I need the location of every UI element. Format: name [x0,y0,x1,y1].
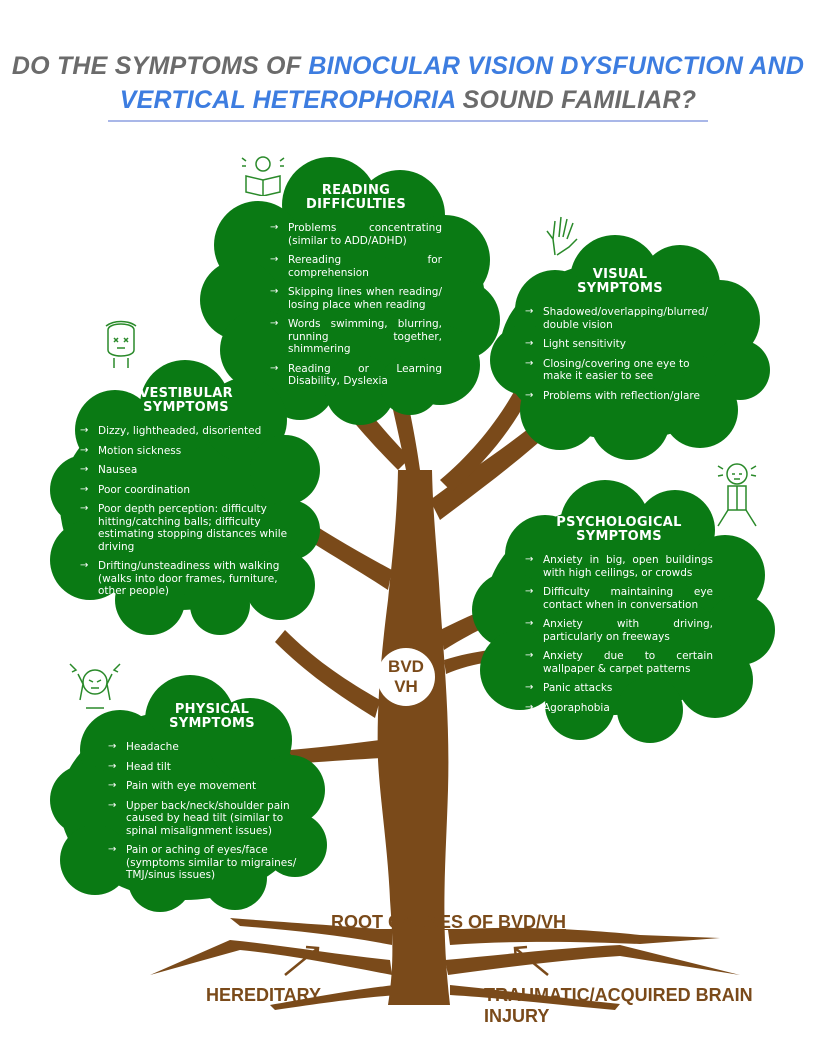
visual-list: Shadowed/overlapping/blurred/ double vis… [525,306,715,402]
visual-symptoms-cloud: VISUAL SYMPTOMS Shadowed/overlapping/blu… [525,268,715,409]
list-item: Dizzy, lightheaded, disoriented [80,425,292,438]
list-item: Drifting/unsteadiness with walking (walk… [80,560,292,598]
list-item: Reading or Learning Disability, Dyslexia [270,363,442,388]
list-item: Rereading for comprehension [270,254,442,279]
physical-title: PHYSICAL SYMPTOMS [108,703,316,731]
reading-title-line1: READING [321,183,391,198]
list-item: Headache [108,741,316,754]
psychological-title-line1: PSYCHOLOGICAL [556,515,682,530]
root-causes-heading: ROOT CAUSES OF BVD/VH [331,912,567,932]
reading-difficulties-cloud: READING DIFFICULTIES Problems concentrat… [270,184,442,395]
reading-title: READING DIFFICULTIES [270,184,442,212]
list-item: Anxiety with driving, particularly on fr… [525,618,713,643]
visual-title-line1: VISUAL [592,267,648,282]
list-item: Nausea [80,464,292,477]
list-item: Pain with eye movement [108,780,316,793]
list-item: Words swimming, blurring, running togeth… [270,318,442,356]
page-title: DO THE SYMPTOMS OF BINOCULAR VISION DYSF… [0,50,816,82]
reading-person-icon [241,156,285,196]
list-item: Poor depth perception: difficulty hittin… [80,503,292,553]
psychological-title-line2: SYMPTOMS [576,529,662,544]
list-item: Anxiety due to certain wallpaper & carpe… [525,650,713,675]
vestibular-symptoms-cloud: VESTIBULAR SYMPTOMS Dizzy, lightheaded, … [80,387,292,605]
list-item: Head tilt [108,761,316,774]
title-highlight2: VERTICAL HETEROPHORIA [119,86,456,114]
visual-title: VISUAL SYMPTOMS [525,268,715,296]
list-item: Pain or aching of eyes/face (symptoms si… [108,844,316,882]
vestibular-title: VESTIBULAR SYMPTOMS [80,387,292,415]
physical-list: Headache Head tilt Pain with eye movemen… [108,741,316,882]
root-arrows [284,945,549,976]
list-item: Panic attacks [525,682,713,695]
reading-title-line2: DIFFICULTIES [305,197,406,212]
physical-symptoms-cloud: PHYSICAL SYMPTOMS Headache Head tilt Pai… [108,703,316,889]
title-divider [108,120,708,122]
list-item: Problems concentrating (similar to ADD/A… [270,222,442,247]
list-item: Anxiety in big, open buildings with high… [525,554,713,579]
vestibular-title-line1: VESTIBULAR [139,386,233,401]
physical-title-line1: PHYSICAL [174,702,250,717]
list-item: Upper back/neck/shoulder pain caused by … [108,800,316,838]
trunk-label-line2: VH [394,677,418,696]
list-item: Shadowed/overlapping/blurred/ double vis… [525,306,715,331]
list-item: Poor coordination [80,484,292,497]
list-item: Difficulty maintaining eye contact when … [525,586,713,611]
list-item: Agoraphobia [525,702,713,715]
vestibular-title-line2: SYMPTOMS [143,400,229,415]
psychological-symptoms-cloud: PSYCHOLOGICAL SYMPTOMS Anxiety in big, o… [525,516,713,721]
raised-hand-icon [546,216,578,256]
title-part1: DO THE SYMPTOMS OF [11,52,309,80]
list-item: Problems with reflection/glare [525,390,715,403]
list-item: Motion sickness [80,445,292,458]
physical-title-line2: SYMPTOMS [169,716,255,731]
trunk-label-line1: BVD [388,657,424,676]
psychological-list: Anxiety in big, open buildings with high… [525,554,713,714]
title-highlight1: BINOCULAR VISION DYSFUNCTION AND [308,52,805,80]
list-item: Skipping lines when reading/ losing plac… [270,286,442,311]
psychological-title: PSYCHOLOGICAL SYMPTOMS [525,516,713,544]
list-item: Light sensitivity [525,338,715,351]
page-title-line2: VERTICAL HETEROPHORIA SOUND FAMILIAR? [0,84,816,116]
vestibular-list: Dizzy, lightheaded, disoriented Motion s… [80,425,292,598]
reading-list: Problems concentrating (similar to ADD/A… [270,222,442,388]
root-cause-brain-injury: TRAUMATIC/ACQUIRED BRAIN INJURY [484,985,753,1026]
dizzy-face-icon [105,320,137,368]
root-cause-hereditary: HEREDITARY [206,985,322,1005]
visual-title-line2: SYMPTOMS [577,281,663,296]
list-item: Closing/covering one eye to make it easi… [525,358,715,383]
anxious-person-icon [717,463,757,527]
trunk-label-badge: BVD VH [377,648,435,706]
headache-person-icon [69,663,121,709]
title-part2: SOUND FAMILIAR? [455,86,697,114]
